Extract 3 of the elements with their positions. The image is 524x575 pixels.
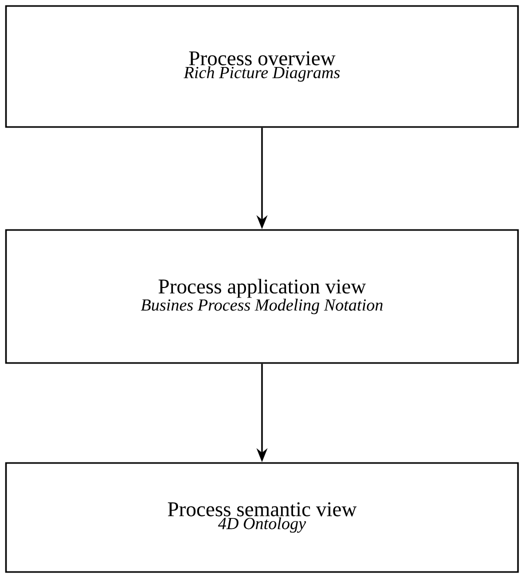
process-box: Process overview Rich Picture Diagrams [5, 5, 519, 128]
process-box: Process semantic view 4D Ontology [5, 462, 519, 573]
process-box: Process application view Busines Process Modeling Notation [5, 229, 519, 364]
